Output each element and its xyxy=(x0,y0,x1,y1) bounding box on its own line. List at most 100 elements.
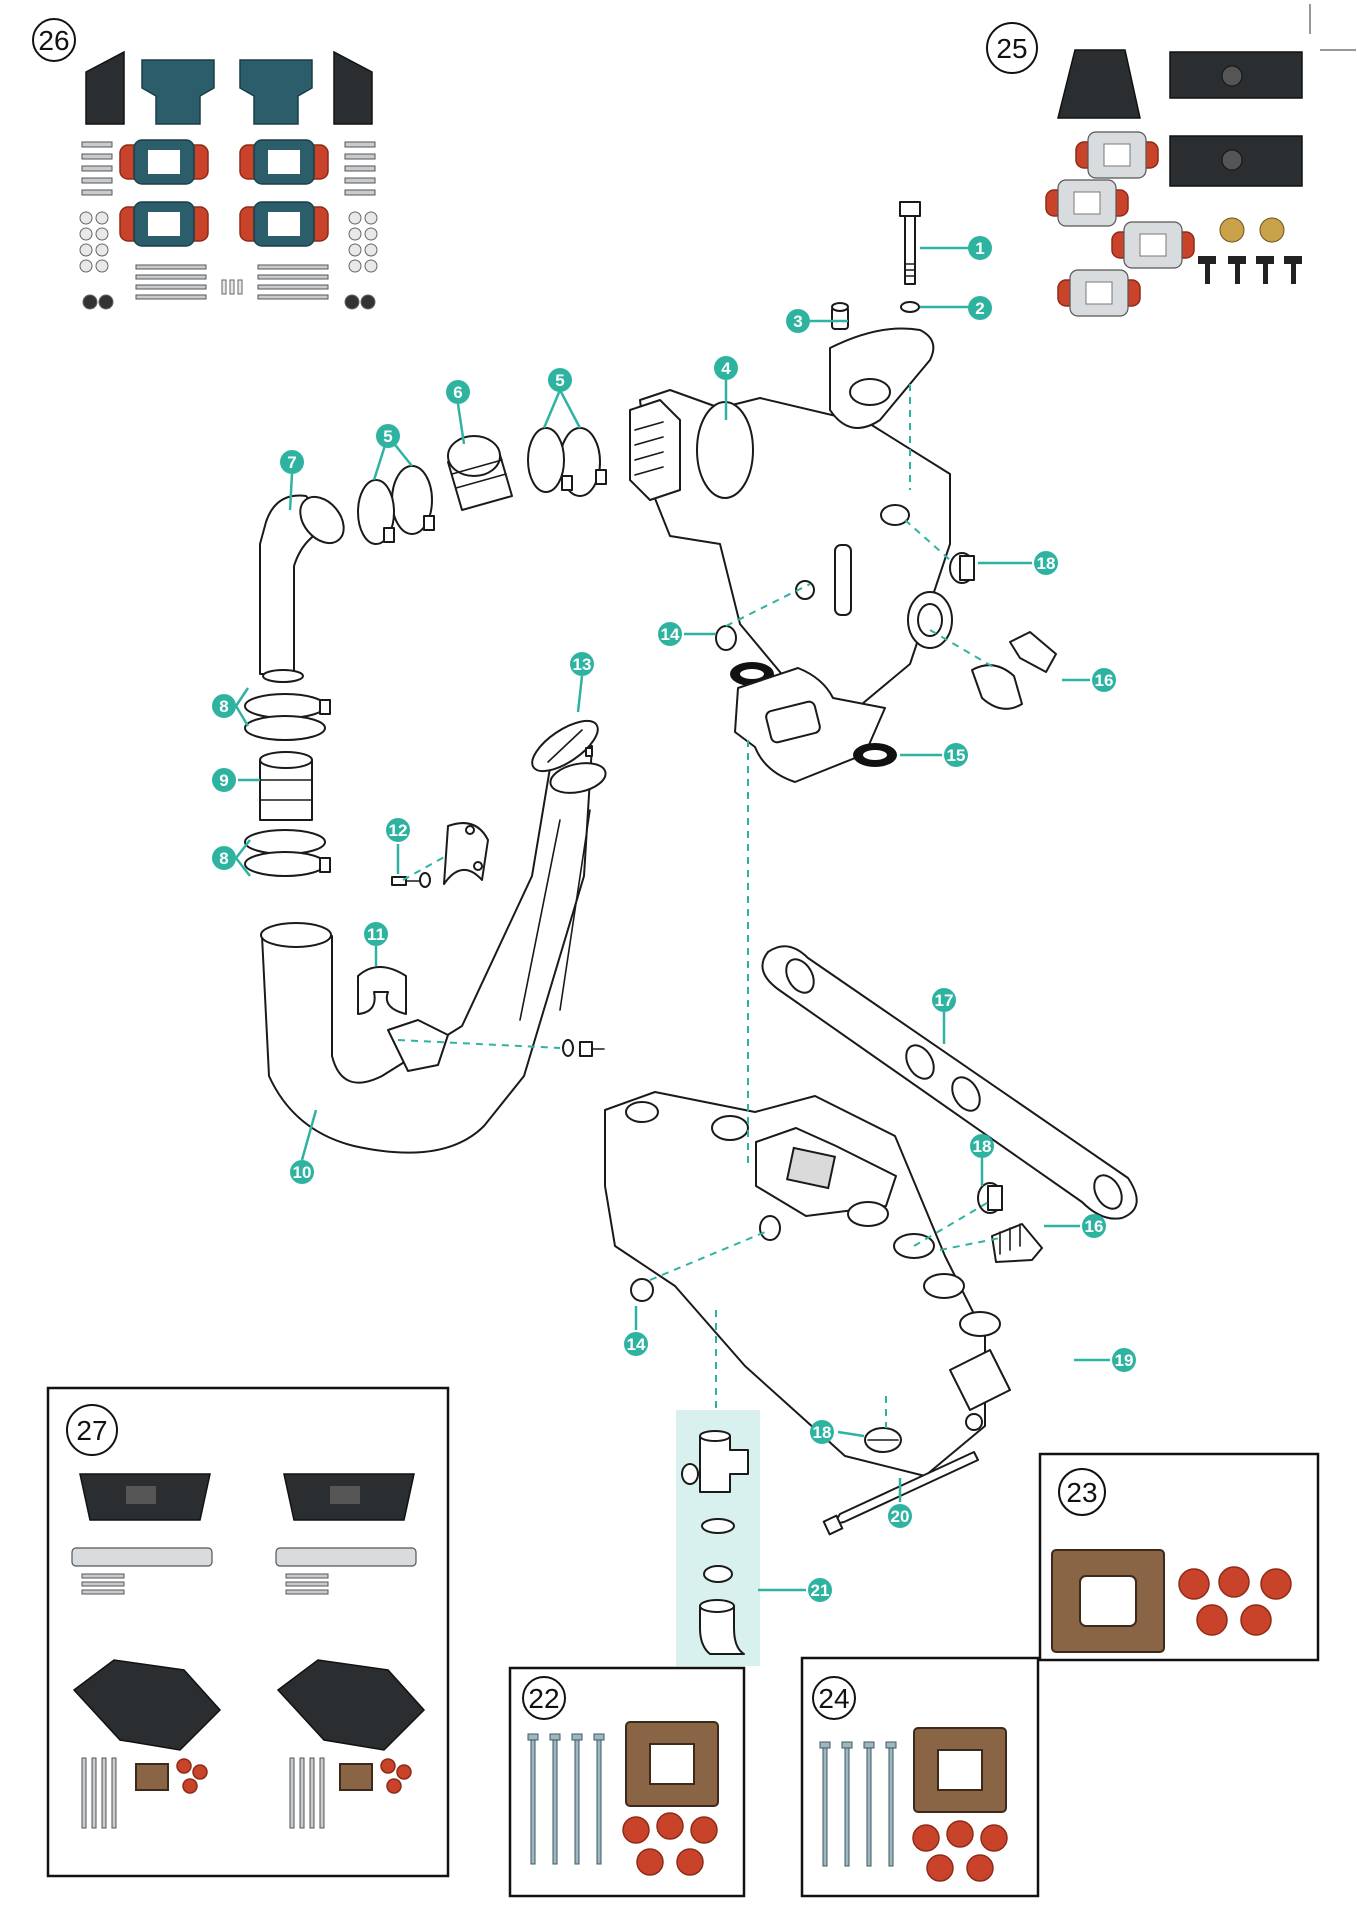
svg-text:1: 1 xyxy=(975,239,984,258)
svg-text:14: 14 xyxy=(627,1335,646,1354)
seal-ring-icon xyxy=(1178,1566,1292,1636)
kit-23-number: 23 xyxy=(1066,1477,1097,1508)
svg-text:9: 9 xyxy=(219,771,228,790)
bolt-part-1[interactable] xyxy=(899,201,921,285)
gasket-part-15[interactable] xyxy=(730,662,897,783)
svg-text:15: 15 xyxy=(947,746,966,765)
bolt-icon xyxy=(899,201,921,217)
svg-text:2: 2 xyxy=(975,299,984,318)
bolt-y-pipe[interactable] xyxy=(562,1039,605,1057)
kit-27[interactable]: 27 xyxy=(46,1386,450,1878)
callout-19[interactable]: 19 xyxy=(1112,1348,1136,1372)
callout-18-lower[interactable]: 18 xyxy=(810,1420,834,1444)
washer-icon xyxy=(79,211,378,310)
svg-text:10: 10 xyxy=(293,1163,312,1182)
block-off-plate-icon xyxy=(85,50,125,125)
dowel-part-3[interactable] xyxy=(831,302,849,330)
svg-text:17: 17 xyxy=(935,991,954,1010)
kit-22[interactable]: 22 xyxy=(508,1666,746,1898)
kit-22-badge xyxy=(522,1676,566,1720)
callout-16-upper[interactable]: 16 xyxy=(1092,668,1116,692)
svg-text:6: 6 xyxy=(453,383,462,402)
flapper-part-13[interactable] xyxy=(525,711,606,780)
assembly-lines xyxy=(397,384,1001,1428)
clamp-part-8[interactable] xyxy=(244,693,331,877)
sleeve-part-6[interactable] xyxy=(447,435,513,511)
callout-14-upper[interactable]: 14 xyxy=(658,622,682,646)
callout-18-middle[interactable]: 18 xyxy=(970,1134,994,1158)
plug-part-18-lower[interactable] xyxy=(864,1427,902,1453)
callout-17[interactable]: 17 xyxy=(932,988,956,1012)
kit-25-number: 25 xyxy=(996,33,1027,64)
callout-15[interactable]: 15 xyxy=(944,743,968,767)
coupler-part-9[interactable] xyxy=(259,751,313,821)
plug-part-14-upper[interactable] xyxy=(715,625,737,651)
riser-icon xyxy=(72,1659,426,1751)
kit-26[interactable]: 26 xyxy=(32,18,378,310)
plug-part-18-middle[interactable] xyxy=(977,1182,1003,1214)
svg-text:14: 14 xyxy=(661,625,680,644)
seal-ring-icon xyxy=(912,1820,1008,1882)
callout-5-left[interactable]: 5 xyxy=(376,424,400,448)
svg-text:11: 11 xyxy=(367,925,385,944)
hose-clamp-part-5[interactable] xyxy=(357,427,607,545)
callout-13[interactable]: 13 xyxy=(570,652,594,676)
callout-7[interactable]: 7 xyxy=(280,450,304,474)
bolt-part-20[interactable] xyxy=(822,1451,979,1536)
svg-text:19: 19 xyxy=(1115,1351,1134,1370)
callout-5-right[interactable]: 5 xyxy=(548,368,572,392)
callout-8-lower[interactable]: 8 xyxy=(212,846,236,870)
callout-3[interactable]: 3 xyxy=(786,309,810,333)
svg-text:4: 4 xyxy=(721,359,731,378)
riser-icon xyxy=(239,59,313,125)
svg-text:3: 3 xyxy=(793,312,802,331)
callout-2[interactable]: 2 xyxy=(968,296,992,320)
callout-1[interactable]: 1 xyxy=(968,236,992,260)
fitting-part-16-upper[interactable] xyxy=(971,631,1057,710)
y-pipe-part-10[interactable] xyxy=(260,745,608,1154)
seal-ring-icon xyxy=(622,1812,718,1876)
callout-21[interactable]: 21 xyxy=(808,1578,832,1602)
elbow-part-4[interactable] xyxy=(629,327,953,715)
gasket-icon xyxy=(119,139,329,247)
callout-4[interactable]: 4 xyxy=(714,356,738,380)
callout-11[interactable]: 11 xyxy=(364,922,388,946)
kit-24-number: 24 xyxy=(818,1683,849,1714)
kit-22-number: 22 xyxy=(528,1683,559,1714)
callout-20[interactable]: 20 xyxy=(888,1504,912,1528)
kit-25[interactable]: 25 xyxy=(986,22,1303,317)
callout-10[interactable]: 10 xyxy=(290,1160,314,1184)
drain-fitting-part-21[interactable] xyxy=(676,1410,760,1666)
heat-shield-part-11[interactable] xyxy=(357,966,407,1015)
kit-24-badge xyxy=(812,1676,856,1720)
plug-part-18-upper[interactable] xyxy=(949,552,975,584)
kit-24[interactable]: 24 xyxy=(800,1656,1040,1898)
exhaust-gasket-part-17[interactable] xyxy=(761,945,1138,1220)
elbow-flange xyxy=(829,327,935,429)
kit-27-frame xyxy=(46,1386,450,1878)
callout-12[interactable]: 12 xyxy=(386,818,410,842)
svg-text:8: 8 xyxy=(219,697,228,716)
crop-mark xyxy=(1309,4,1356,51)
manifold-part-19[interactable] xyxy=(604,1091,1011,1477)
plug-part-14-lower[interactable] xyxy=(630,1278,654,1302)
callout-8-upper[interactable]: 8 xyxy=(212,694,236,718)
svg-text:16: 16 xyxy=(1095,671,1114,690)
pipe-part-7[interactable] xyxy=(259,489,353,683)
callout-9[interactable]: 9 xyxy=(212,768,236,792)
callout-16-lower[interactable]: 16 xyxy=(1082,1214,1106,1238)
fitting-part-16-lower[interactable] xyxy=(991,1223,1043,1263)
svg-text:16: 16 xyxy=(1085,1217,1104,1236)
screw-part-12[interactable] xyxy=(391,822,489,888)
kit-23-badge xyxy=(1058,1468,1106,1516)
callout-18-upper[interactable]: 18 xyxy=(1034,551,1058,575)
svg-text:18: 18 xyxy=(813,1423,832,1442)
callouts: 1 2 3 4 5 5 6 7 8 9 8 10 11 12 13 14 15 … xyxy=(212,236,1136,1602)
washer-part-2[interactable] xyxy=(900,301,920,313)
svg-text:7: 7 xyxy=(287,453,296,472)
bolt-icon xyxy=(81,141,376,300)
manifold-icon xyxy=(79,1473,415,1521)
callout-14-lower[interactable]: 14 xyxy=(624,1332,648,1356)
kit-23[interactable]: 23 xyxy=(1038,1452,1320,1662)
callout-6[interactable]: 6 xyxy=(446,380,470,404)
